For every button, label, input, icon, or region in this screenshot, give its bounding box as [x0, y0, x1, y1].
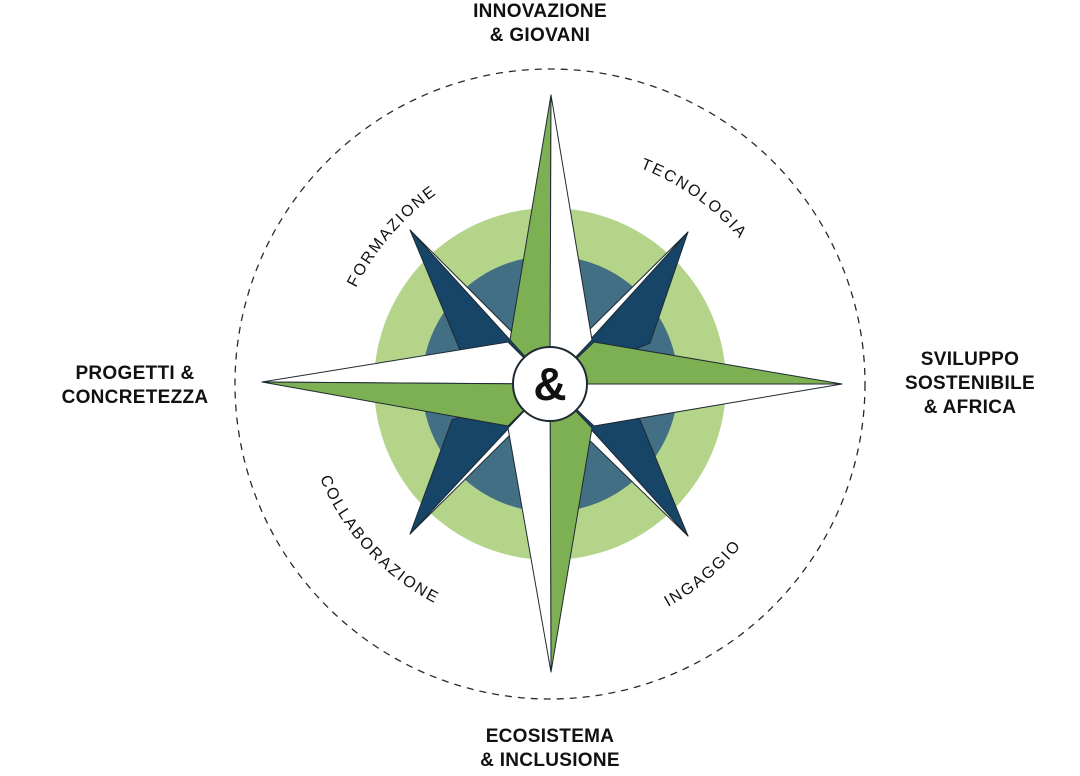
arc-label-tecnologia: TECNOLOGIA [638, 156, 750, 243]
label-ecosistema-inclusione: ECOSISTEMA & INCLUSIONE [405, 725, 695, 773]
label-west-line1: PROGETTI & [75, 363, 195, 384]
label-west-line2: CONCRETEZZA [61, 387, 209, 408]
ampersand-logo-icon: & [533, 358, 566, 410]
label-sviluppo-sostenibile-africa: SVILUPPO SOSTENIBILE & AFRICA [880, 348, 1060, 420]
label-innovazione-giovani: INNOVAZIONE & GIOVANI [390, 0, 690, 48]
label-east-line2: SOSTENIBILE [905, 373, 1035, 394]
label-south-line2: & INCLUSIONE [480, 750, 620, 771]
label-north-line1: INNOVAZIONE [473, 1, 607, 22]
outer-dashed-ring [234, 68, 866, 700]
label-south-line1: ECOSISTEMA [485, 726, 615, 747]
label-east-line1: SVILUPPO [920, 349, 1020, 370]
center-logo-circle [512, 346, 588, 422]
arc-label-ingaggio: INGAGGIO [662, 537, 745, 611]
label-east-line3: & AFRICA [923, 397, 1017, 418]
label-progetti-concretezza: PROGETTI & CONCRETEZZA [30, 362, 240, 410]
label-north-line2: & GIOVANI [489, 25, 591, 46]
